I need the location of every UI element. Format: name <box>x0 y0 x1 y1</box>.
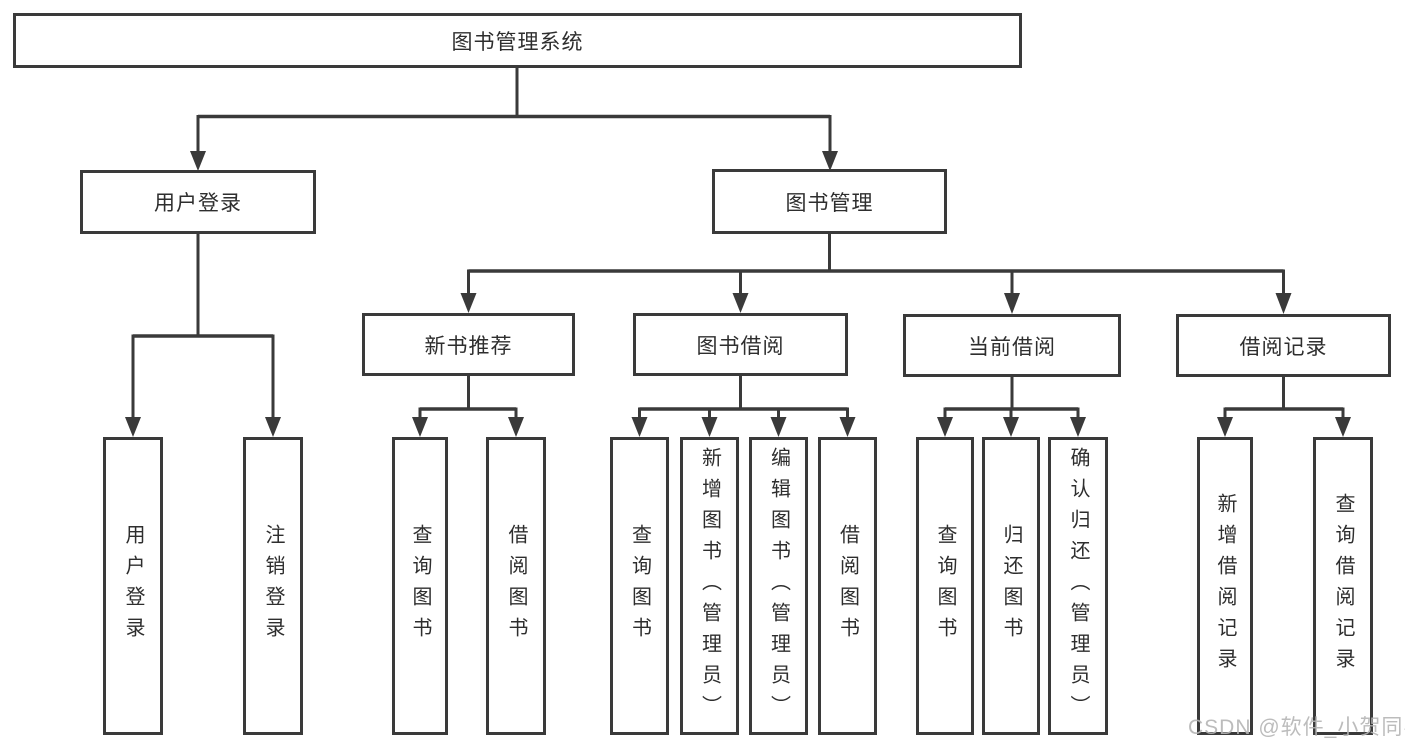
leaf-edit-books-admin: 编辑图书（管理员） <box>749 437 808 735</box>
leaf-query-borrow-record: 查询借阅记录 <box>1313 437 1373 735</box>
leaf-label: 查询借阅记录 <box>1332 493 1354 679</box>
leaf-label: 借阅图书 <box>836 524 859 648</box>
node-book-management: 图书管理 <box>712 169 947 234</box>
leaf-confirm-return-admin: 确认归还（管理员） <box>1048 437 1108 735</box>
leaf-label: 编辑图书（管理员） <box>767 446 790 726</box>
node-new-book-recommend: 新书推荐 <box>362 313 575 376</box>
csdn-watermark: CSDN @软件_小贺同学 <box>1188 716 1405 739</box>
leaf-label: 归还图书 <box>1000 524 1022 648</box>
leaf-label: 注销登录 <box>262 524 284 648</box>
node-current-borrow: 当前借阅 <box>903 314 1121 377</box>
node-borrow-record: 借阅记录 <box>1176 314 1391 377</box>
leaf-label: 用户登录 <box>122 524 144 648</box>
leaf-label: 新增借阅记录 <box>1214 493 1236 679</box>
leaf-label: 查询图书 <box>628 524 651 648</box>
leaf-return-books: 归还图书 <box>982 437 1040 735</box>
leaf-label: 查询图书 <box>934 524 956 648</box>
node-book-borrow: 图书借阅 <box>633 313 848 376</box>
leaf-user-login: 用户登录 <box>103 437 163 735</box>
leaf-borrow-books-recommend: 借阅图书 <box>486 437 546 735</box>
node-root-library-system: 图书管理系统 <box>13 13 1022 68</box>
leaf-add-books-admin: 新增图书（管理员） <box>680 437 739 735</box>
leaf-logout: 注销登录 <box>243 437 303 735</box>
leaf-label: 新增图书（管理员） <box>698 446 721 726</box>
leaf-query-books-borrow: 查询图书 <box>610 437 669 735</box>
leaf-label: 查询图书 <box>409 524 431 648</box>
leaf-label: 借阅图书 <box>505 524 527 648</box>
leaf-label: 确认归还（管理员） <box>1067 446 1089 726</box>
leaf-query-books-recommend: 查询图书 <box>392 437 448 735</box>
leaf-borrow-books: 借阅图书 <box>818 437 877 735</box>
leaf-add-borrow-record: 新增借阅记录 <box>1197 437 1253 735</box>
node-user-login: 用户登录 <box>80 170 316 234</box>
leaf-query-books-current: 查询图书 <box>916 437 974 735</box>
